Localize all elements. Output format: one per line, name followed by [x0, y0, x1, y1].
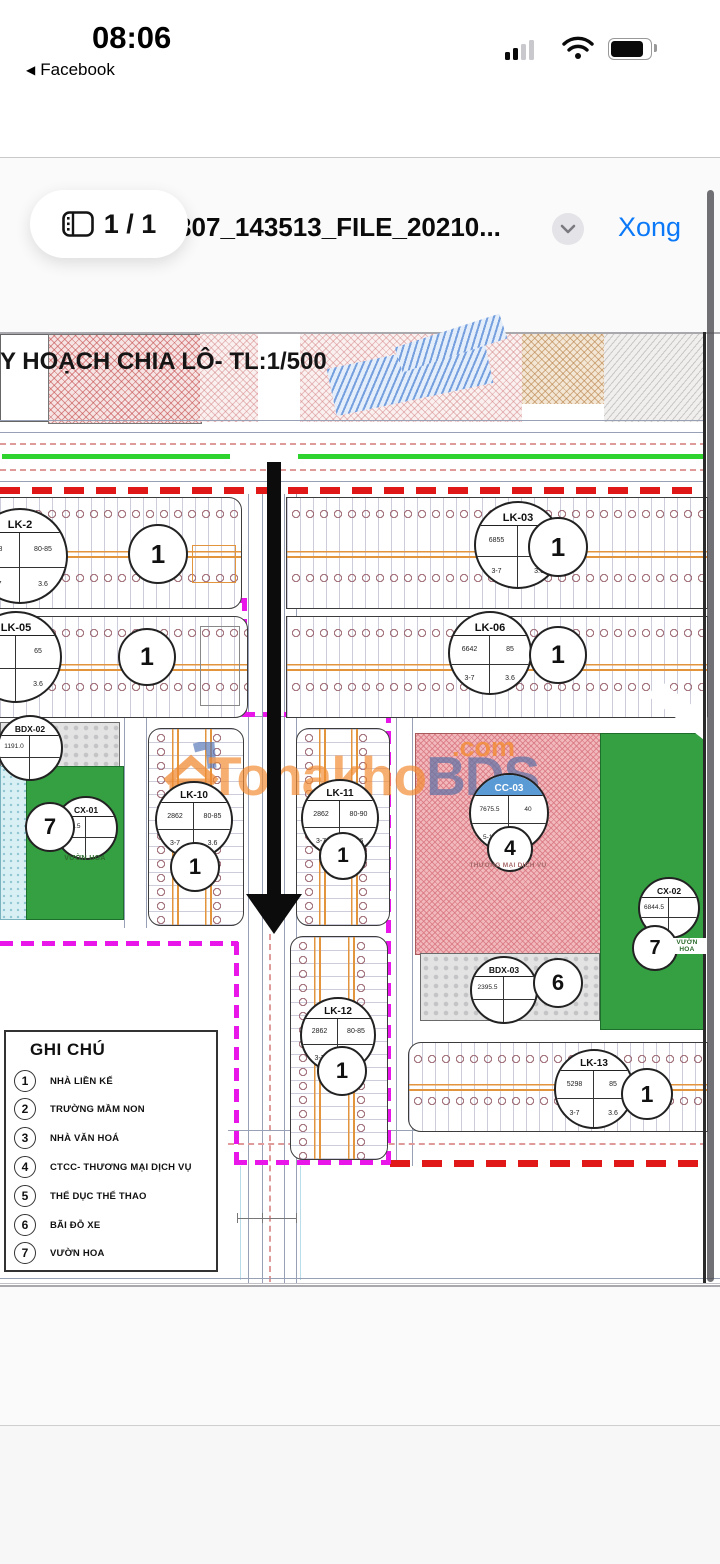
- red-boundary-line: [0, 487, 706, 494]
- wifi-icon: [562, 36, 594, 59]
- document-title-bar: FILE_20210307_143513_FILE_20210... Xong: [0, 100, 720, 245]
- plan-title: Y HOẠCH CHIA LÔ- TL:1/500: [0, 348, 327, 375]
- strip-inner-box: [200, 626, 240, 706]
- direction-arrow: [267, 462, 281, 894]
- lot-type-badge: 1: [528, 517, 588, 577]
- lot-type-badge: 1: [170, 842, 220, 892]
- lot-type-badge: 6: [533, 958, 583, 1008]
- done-button[interactable]: Xong: [618, 212, 682, 242]
- file-options-button[interactable]: [552, 213, 584, 245]
- legend-title: GHI CHÚ: [30, 1040, 106, 1059]
- chevron-down-icon: [560, 224, 576, 234]
- strip-inner-box: [192, 545, 236, 583]
- scrollbar[interactable]: [707, 190, 714, 1282]
- lot-type-badge: 1: [529, 626, 587, 684]
- block-label-bdx03: BDX-03 2395.5: [470, 956, 538, 1024]
- green-road-line: [2, 454, 230, 459]
- red-boundary-line: [390, 1160, 706, 1167]
- status-bar: 08:06 ◀ Facebook: [0, 0, 720, 100]
- water-strip: [0, 766, 28, 920]
- green-road-line: [298, 454, 706, 459]
- lot-type-badge: 7: [632, 925, 678, 971]
- back-icon: ◀: [26, 63, 36, 77]
- garden-label: VƯỜN HOA: [668, 938, 706, 954]
- page-count: 1 / 1: [103, 208, 157, 239]
- lot-type-badge: 1: [128, 524, 188, 584]
- block-label-bdx02: BDX-02 1191.0: [0, 715, 63, 781]
- clock: 08:06: [92, 20, 172, 55]
- lot-type-badge: 4: [487, 826, 533, 872]
- cellular-signal-icon: [505, 38, 534, 60]
- lot-type-badge: 7: [25, 802, 75, 852]
- direction-arrow-head: [246, 894, 302, 934]
- garden-label: VƯỜN HOA: [64, 855, 106, 862]
- lot-type-badge: 1: [118, 628, 176, 686]
- page-indicator[interactable]: 1 / 1: [30, 190, 188, 258]
- lot-type-badge: 1: [317, 1046, 367, 1096]
- plan-right-border: [703, 332, 706, 1283]
- pages-icon: [61, 211, 94, 237]
- commerce-label: THƯƠNG MẠI DỊCH VỤ: [469, 862, 547, 869]
- lot-type-badge: 1: [621, 1068, 673, 1120]
- lot-type-badge: 1: [319, 832, 367, 880]
- back-to-facebook-button[interactable]: ◀ Facebook: [26, 60, 115, 80]
- bottom-toolbar: [0, 1425, 720, 1564]
- battery-icon: [608, 38, 652, 60]
- battery-cap: [654, 44, 657, 52]
- block-label-cc03: CC-03 7675.5405-16: [469, 773, 549, 853]
- back-label: Facebook: [40, 60, 115, 79]
